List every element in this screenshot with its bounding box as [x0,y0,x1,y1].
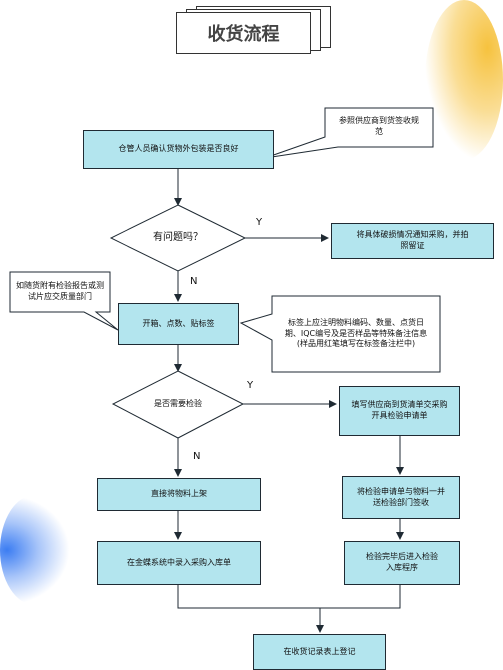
node-direct-shelf: 直接将物料上架 [97,478,261,511]
node-after-inspect-text: 检验完毕后进入检验入库程序 [366,552,438,572]
callout-ref-standard: 参照供应商到货签收规范 [329,110,429,144]
connector-after-to-register [320,585,401,609]
node-fill-request-text: 填写供应商到货清单交采购开具检验申请单 [351,400,448,420]
edge-label-no-1: N [190,276,198,287]
node-fill-request: 填写供应商到货清单交采购开具检验申请单 [339,386,460,436]
node-register-text: 在收货记录表上登记 [283,646,356,656]
blue-decoration [0,495,70,605]
node-unpack-text: 开箱、点数、贴标签 [142,318,215,328]
callout-ref-standard-shape [264,107,434,159]
decision-inspect-text: 是否需要检验 [118,394,238,414]
callout-report-note-text: 如随货附有检验报告或测试片应交质量部门 [16,281,104,301]
node-erp-entry: 在金蝶系统中录入采购入库单 [97,541,261,585]
node-register: 在收货记录表上登记 [253,634,386,670]
node-check-package: 仓管人员确认货物外包装是否良好 [83,130,274,169]
callout-report-note-shape [9,271,119,331]
node-send-inspect-text: 将检验申请单与物料一并送检验部门签收 [357,486,445,507]
callout-label-note-shape [239,295,441,373]
decision-problem-label: 有问题吗？ [153,232,203,244]
edge-label-yes-1: Y [256,217,263,228]
node-direct-shelf-text: 直接将物料上架 [151,489,207,499]
node-notify-purchase: 将具体破损情况通知采购，并拍照留证 [331,223,494,259]
callout-label-note-text: 标签上应注明物料编码、数量、点货日期、IQC编号及是否样品等特殊备注信息(样品用… [284,317,428,349]
callout-ref-standard-text: 参照供应商到货签收规范 [339,116,419,136]
edge-label-yes-2: Y [247,380,254,391]
node-after-inspect: 检验完毕后进入检验入库程序 [344,541,460,585]
callout-label-note: 标签上应注明物料编码、数量、点货日期、IQC编号及是否样品等特殊备注信息(样品用… [276,299,436,369]
page-title: 收货流程 [207,24,280,45]
inspect-diamond [111,370,245,439]
node-check-package-text: 仓管人员确认货物外包装是否良好 [118,144,239,154]
yellow-decoration [425,0,503,160]
node-erp-entry-text: 在金蝶系统中录入采购入库单 [127,557,231,567]
edge-label-no-2: N [193,451,201,462]
page-title-box: 收货流程 [176,12,311,54]
problem-diamond [109,204,247,272]
node-send-inspect: 将检验申请单与物料一并送检验部门签收 [342,476,460,519]
decision-inspect-label: 是否需要检验 [154,398,202,408]
node-notify-purchase-text: 将具体破损情况通知采购，并拍照留证 [356,230,469,250]
node-unpack: 开箱、点数、贴标签 [118,303,239,345]
connector-erp-to-register [177,585,320,609]
decision-problem-text: 有问题吗？ [118,228,238,248]
callout-report-note: 如随货附有检验报告或测试片应交质量部门 [12,273,108,311]
